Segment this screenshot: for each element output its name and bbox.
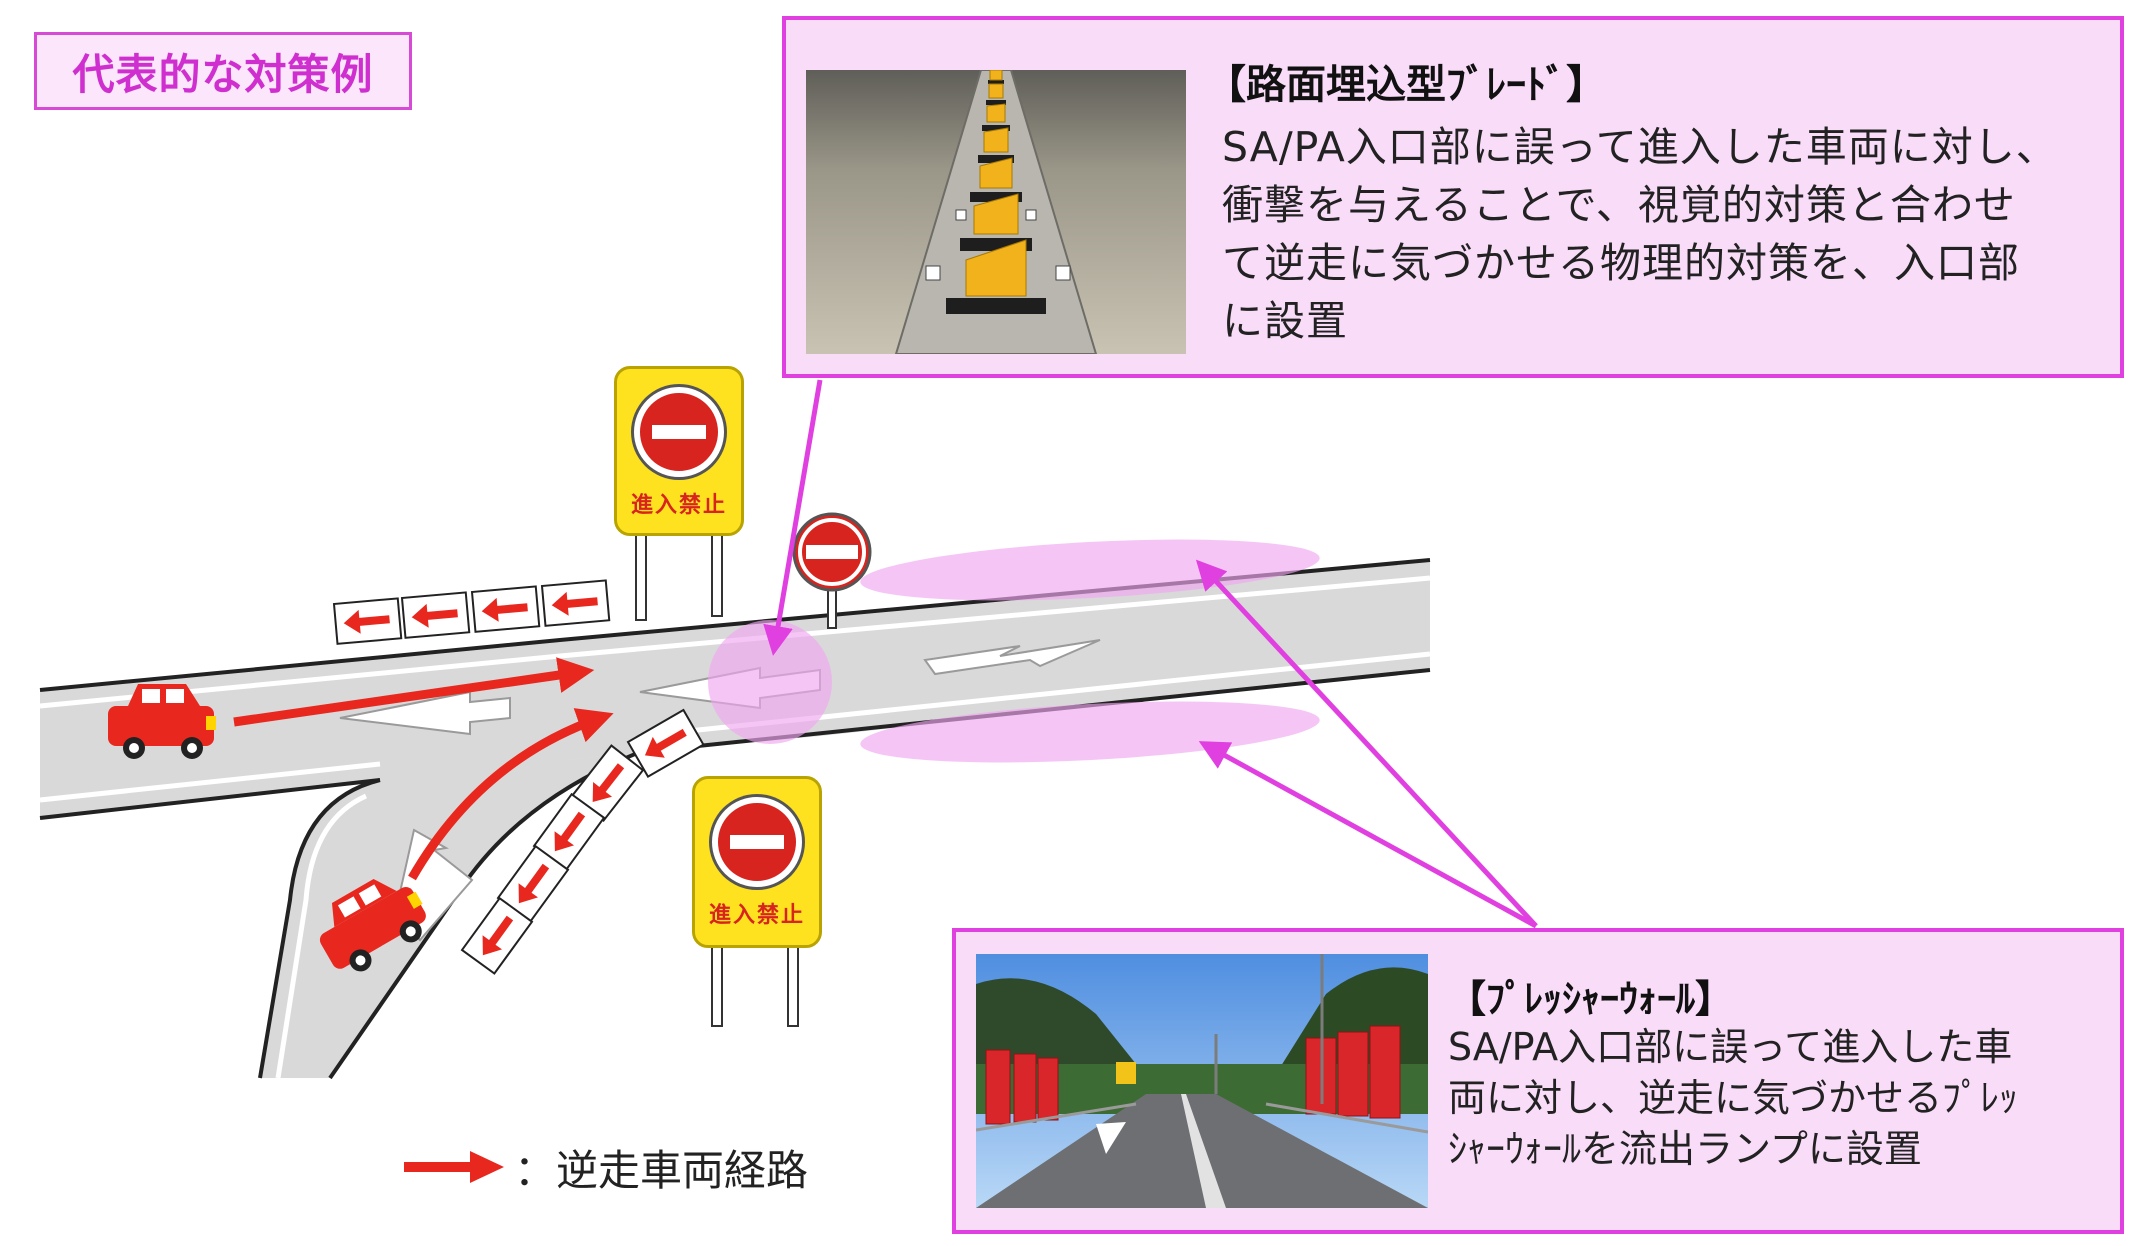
wall-connector-upper bbox=[1195, 559, 1538, 928]
blade-description-line: て逆走に気づかせる物理的対策を、入口部 bbox=[1222, 239, 2020, 287]
pressure-wall-description-line: SA/PA入口部に誤って進入した車 bbox=[1448, 1025, 2013, 1069]
pressure-wall-description-line: 両に対し、逆走に気づかせるﾌﾟﾚｯ bbox=[1448, 1076, 2019, 1120]
no-entry-icon bbox=[634, 387, 724, 477]
arrow-board bbox=[400, 591, 471, 639]
arrow-board bbox=[332, 597, 403, 645]
small-no-entry-sign bbox=[792, 512, 872, 592]
no-entry-sign-bottom: 進入禁止 bbox=[692, 776, 822, 948]
arrow-boards-ramp bbox=[460, 708, 705, 975]
pressure-wall-description: SA/PA入口部に誤って進入した車 両に対し、逆走に気づかせるﾌﾟﾚｯ ｼｬｰｳ… bbox=[1448, 1022, 2018, 1175]
lane-arrow bbox=[923, 639, 1101, 676]
no-entry-sign-top: 進入禁止 bbox=[614, 366, 744, 536]
page-title-text: 代表的な対策例 bbox=[72, 49, 374, 99]
legend: ：逆走車両経路 bbox=[404, 1142, 808, 1195]
arrow-board bbox=[626, 708, 705, 779]
callout-connectors bbox=[763, 379, 1538, 929]
blade-description-line: SA/PA入口部に誤って進入した車両に対し、 bbox=[1222, 123, 2058, 171]
blade-highlight bbox=[708, 620, 832, 744]
pressure-wall-callout: 【ﾌﾟﾚｯｼｬｰｳｫｰﾙ】 SA/PA入口部に誤って進入した車 両に対し、逆走に… bbox=[952, 928, 2124, 1234]
no-entry-icon bbox=[712, 797, 802, 887]
car-ramp bbox=[319, 879, 426, 972]
blade-description-line: に設置 bbox=[1222, 297, 1348, 345]
route-ramp bbox=[408, 708, 614, 881]
car-main-road bbox=[108, 684, 216, 759]
arrow-board bbox=[532, 792, 606, 871]
blade-heading: 【路面埋込型ﾌﾞﾚｰﾄﾞ】 bbox=[1206, 62, 1606, 108]
legend-label: ：逆走車両経路 bbox=[514, 1145, 809, 1195]
arrow-board bbox=[470, 585, 541, 633]
sign-label: 進入禁止 bbox=[630, 493, 727, 518]
page-title: 代表的な対策例 bbox=[34, 32, 412, 110]
blade-description: SA/PA入口部に誤って進入した車両に対し、 衝撃を与えることで、視覚的対策と合… bbox=[1222, 118, 2058, 350]
pressure-wall-photo bbox=[976, 954, 1428, 1208]
pressure-wall-heading: 【ﾌﾟﾚｯｼｬｰｳｫｰﾙ】 bbox=[1448, 977, 1734, 1021]
red-arrow-icon bbox=[404, 1151, 504, 1183]
arrow-board bbox=[540, 579, 611, 627]
sign-label: 進入禁止 bbox=[708, 903, 805, 928]
blade-photo bbox=[806, 70, 1186, 354]
blade-callout: 【路面埋込型ﾌﾞﾚｰﾄﾞ】 SA/PA入口部に誤って進入した車両に対し、 衝撃を… bbox=[782, 16, 2124, 378]
wall-connector-lower bbox=[1198, 741, 1538, 929]
wrong-way-routes bbox=[233, 657, 614, 881]
route-main bbox=[233, 657, 595, 727]
blade-connector bbox=[763, 379, 823, 656]
pressure-wall-description-line: ｼｬｰｳｫｰﾙを流出ランプに設置 bbox=[1448, 1127, 1922, 1171]
lane-arrow bbox=[339, 690, 511, 736]
blade-description-line: 衝撃を与えることで、視覚的対策と合わせ bbox=[1222, 181, 2016, 229]
arrow-boards-top bbox=[332, 579, 611, 645]
arrow-board bbox=[460, 896, 534, 975]
